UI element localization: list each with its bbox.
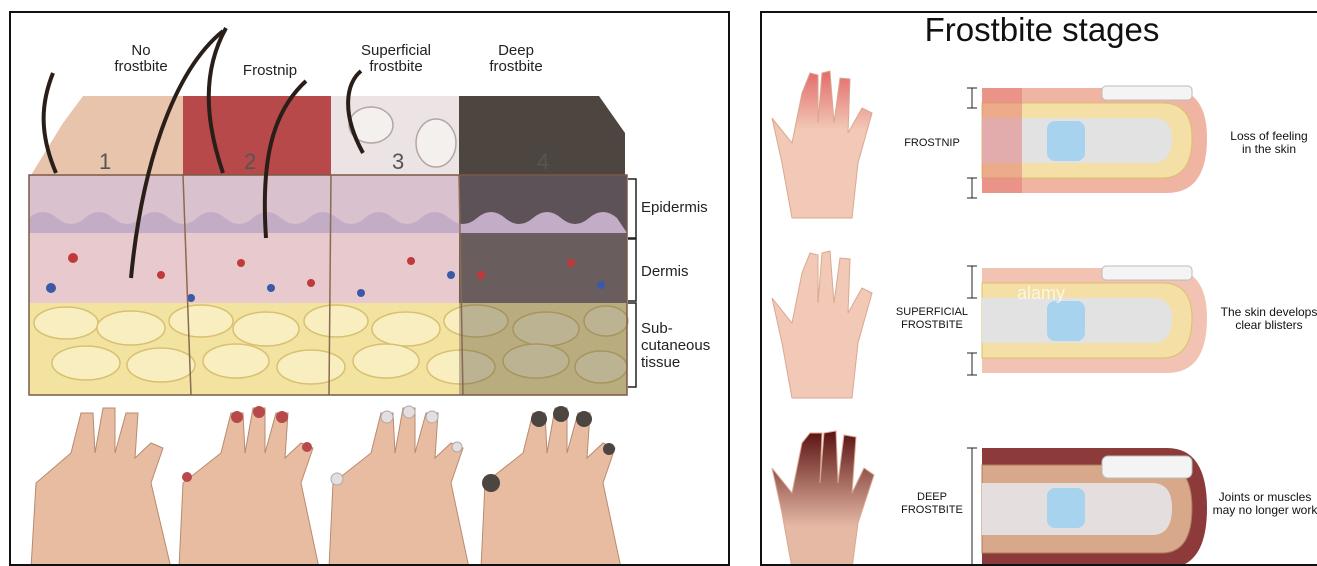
column-number-2: 2 xyxy=(244,149,256,175)
frostbite-stages-diagram: Frostbite stages xyxy=(760,11,1317,566)
column-number-1: 1 xyxy=(99,149,111,175)
column-heading-2: Frostnip xyxy=(225,63,315,79)
hand-superficial xyxy=(772,251,872,398)
stage-description-deep: Joints or muscles may no longer work xyxy=(1208,491,1317,517)
stage-label-frostnip: FROSTNIP xyxy=(897,137,967,150)
column-heading-3: Superficial frostbite xyxy=(341,43,451,75)
hand-deep xyxy=(772,431,874,566)
layer-label-epidermis: Epidermis xyxy=(641,199,708,216)
stage-description-superficial: The skin develops clear blisters xyxy=(1214,306,1317,332)
dermis-deep xyxy=(459,233,627,303)
subcutaneous-deep-shade xyxy=(459,303,627,395)
hand-2 xyxy=(179,408,319,566)
finger-section-frostnip xyxy=(982,86,1207,193)
column-heading-1: No frostbite xyxy=(101,43,181,75)
hand-1 xyxy=(31,408,171,566)
blister-2 xyxy=(416,119,456,167)
hands-row xyxy=(31,406,621,566)
column-heading-4: Deep frostbite xyxy=(471,43,561,75)
finger-section-superficial xyxy=(982,266,1207,373)
skin-cross-section-illustration xyxy=(11,13,730,566)
watermark: alamy xyxy=(1017,283,1065,304)
skin-layers-diagram: No frostbite Frostnip Superficial frostb… xyxy=(9,11,730,566)
layer-label-subcutaneous: Sub- cutaneous tissue xyxy=(641,320,710,371)
finger-section-deep xyxy=(982,448,1207,566)
stage-label-superficial: SUPERFICIAL FROSTBITE xyxy=(889,306,975,332)
stage-label-deep: DEEP FROSTBITE xyxy=(892,491,972,517)
column-number-4: 4 xyxy=(537,149,549,175)
stage-description-frostnip: Loss of feeling in the skin xyxy=(1214,130,1317,156)
hand-3 xyxy=(329,408,469,566)
hand-frostnip xyxy=(772,71,872,218)
surface-block-2 xyxy=(183,96,331,175)
column-number-3: 3 xyxy=(392,149,404,175)
layer-label-dermis: Dermis xyxy=(641,263,689,280)
hand-4 xyxy=(481,408,621,566)
